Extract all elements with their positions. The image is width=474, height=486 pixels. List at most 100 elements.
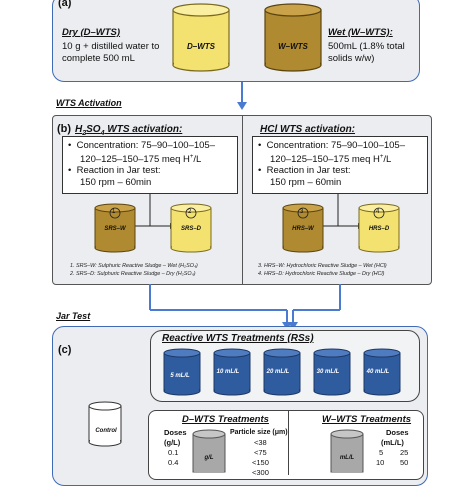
h2so4-jar: • Reaction in Jar test: [68,165,161,177]
hrs-d-label: HRS–D [368,226,390,232]
wwts-title: W–WTS Treatments [322,414,412,425]
hcl-conc-text: Concentration: 75–90–100–105– [266,140,406,151]
h2so4-title-h: H [75,124,83,135]
gl-cylinder-label: g/L [204,455,214,461]
h2so4-jar-value: 150 rpm – 60min [80,176,152,188]
d-doses-unit: (g/L) [164,438,181,447]
rs-cylinder-3 [263,348,301,396]
panel-b-divider [242,116,243,284]
hcl-conc-line2: 120–125–150–175 meq H+/L [258,152,422,166]
rs-dose-4: 30 mL/L [316,369,340,375]
w-wts-cylinder-label: W–WTS [278,42,308,51]
mll-cylinder-label: mL/L [339,455,355,461]
rs-cylinders [163,348,401,396]
d-dose-2: 0.4 [168,458,179,467]
jar-test-title: Jar Test [56,311,91,321]
dry-line1: 10 g + distilled water to [62,41,160,52]
srs-d-label: SRS–D [180,226,201,232]
gl-cylinder [192,429,226,473]
hrs-d-cylinder [358,203,400,253]
control-label: Control [95,428,117,434]
num-3: 3 [300,209,304,215]
panel-b-label: (b) [57,123,72,135]
particle-2: <75 [254,448,267,457]
d-wts-cylinder-label: D–WTS [187,42,215,51]
wet-title: Wet (W–WTS): [328,27,393,38]
dry-line2: complete 500 mL [62,53,135,64]
wet-line1: 500mL (1.8% total [328,41,405,52]
note-4: 4. HRS–D: Hydrochloric Reactive Sludge –… [258,271,385,277]
h2so4-info-box: • Concentration: 75–90–100–105– 120–125–… [62,136,238,194]
w-wts-cylinder [264,3,322,72]
h2so4-conc-line2: 120–125–150–175 meq H+/L [68,152,232,166]
hcl-jar: • Reaction in Jar test: [258,165,351,177]
srs-w-label: SRS–W [104,226,126,232]
arrow-a-to-b [237,82,247,110]
note-3: 3. HRS–W: Hydrochloric Reactive Sludge –… [258,263,387,269]
panel-a [52,0,420,82]
num-4: 4 [376,209,380,215]
hcl-title: HCl WTS activation: [260,124,356,135]
srs-d-cylinder [170,203,212,253]
h2so4-conc-sup: + [189,153,194,160]
hcl-jar-value: 150 rpm – 60min [270,176,342,188]
rs-dose-2: 10 mL/L [216,369,240,375]
h2so4-title: H2SO4 WTS activation: [75,124,182,139]
d-dose-1: 0.1 [168,448,179,457]
d-doses-label: Doses [164,428,187,437]
w-doses-label: Doses [386,428,409,437]
hcl-conc-sup: + [379,153,384,160]
particle-label: Particle size (μm) [230,429,288,436]
d-wts-cylinder [172,3,230,72]
hcl-jar-text: Reaction in Jar test: [266,165,351,177]
w-dose-right-1: 25 [400,448,409,457]
wet-line2: solids w/w) [328,53,375,64]
dwts-title: D–WTS Treatments [182,414,269,425]
w-dose-left-2: 10 [376,458,385,467]
num-1: 1 [112,209,116,215]
hrs-w-cylinder [282,203,324,253]
panel-c-label: (c) [58,344,72,356]
particle-4: <300 [252,468,269,477]
w-dose-left-1: 5 [379,448,384,457]
srs-w-cylinder [94,203,136,253]
num-2: 2 [188,209,192,215]
h2so4-jar-text: Reaction in Jar test: [76,165,161,177]
h2so4-conc-text: Concentration: 75–90–100–105– [76,140,216,151]
activation-title: WTS Activation [56,98,122,108]
rs-cylinder-1 [163,348,201,396]
note-2: 2. SRS–D: Sulphuric Reactive Sludge – Dr… [70,271,196,277]
control-cylinder [88,401,122,447]
cylinders-a [172,3,322,72]
particle-3: <150 [252,458,269,467]
rs-cylinder-2 [213,348,251,396]
activation-cylinders [94,203,400,253]
rs-cylinder-4 [313,348,351,396]
hcl-info-box: • Concentration: 75–90–100–105– 120–125–… [252,136,428,194]
h2so4-title-so: SO [86,124,101,135]
treatments-divider [288,411,289,475]
rs-dose-1: 5 mL/L [170,373,190,379]
dry-title: Dry (D–WTS) [62,27,120,38]
hcl-conc: • Concentration: 75–90–100–105– [258,140,406,151]
h2so4-title-sub2: 2 [82,130,87,137]
panel-a-label: (a) [58,0,72,9]
h2so4-title-rest: WTS activation: [104,124,183,135]
note-1: 1. SRS–W: Sulphuric Reactive Sludge – We… [70,263,198,269]
h2so4-conc-unit: /L [193,153,202,165]
h2so4-conc-line2-text: 120–125–150–175 meq H [80,153,190,165]
h2so4-conc: • Concentration: 75–90–100–105– [68,140,216,151]
w-dose-right-2: 50 [400,458,409,467]
hrs-w-label: HRS–W [292,226,314,232]
w-doses-unit: (mL/L) [381,438,404,447]
rs-dose-5: 40 mL/L [366,369,390,375]
mll-cylinder [330,429,364,473]
hcl-conc-unit: /L [383,153,392,165]
rs-dose-3: 20 mL/L [266,369,290,375]
rs-cylinder-5 [363,348,401,396]
hcl-conc-line2-text: 120–125–150–175 meq H [270,153,380,165]
arrows-b-to-c [149,284,341,330]
rs-title: Reactive WTS Treatments (RSs) [162,333,314,344]
particle-1: <38 [254,438,267,447]
dry-title-text: Dry (D–WTS) [62,27,121,38]
